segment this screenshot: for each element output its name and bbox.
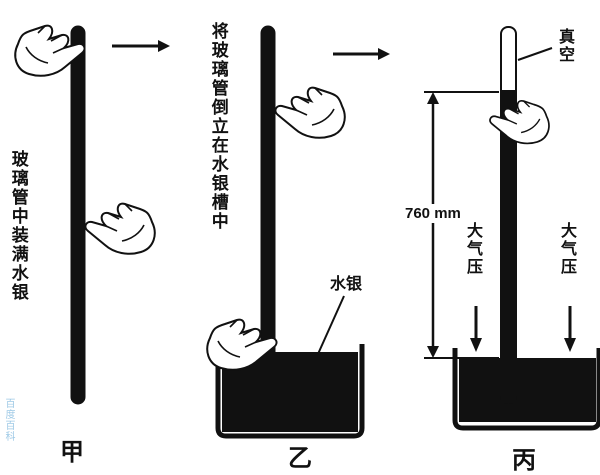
height-measurement <box>424 91 499 359</box>
pressure-arrow-right <box>564 306 576 352</box>
panel-jia-caption: 玻璃管中装满水银 <box>8 150 28 302</box>
mercury-column <box>501 90 516 403</box>
pressure-arrow-left <box>470 306 482 352</box>
vacuum-label: 真空 <box>556 28 573 64</box>
glass-tube-full-of-mercury <box>70 25 86 405</box>
watermark: 百度百科 <box>3 398 14 442</box>
panel-yi-caption: 将玻璃管倒立在水银槽中 <box>208 22 228 231</box>
panel-letter-bing: 丙 <box>512 447 536 474</box>
vacuum-label-leader-line <box>517 47 553 61</box>
mercury-label-leader-line <box>317 295 345 355</box>
mercury-label: 水银 <box>330 276 363 293</box>
mercury-trough-bing <box>452 348 600 431</box>
hand-holding-tube-top <box>14 24 86 77</box>
panel-yi-drawing <box>206 25 390 439</box>
panel-jia-drawing <box>14 24 170 405</box>
hand-steadying-tube <box>489 99 550 145</box>
step-arrow-1 <box>112 40 170 52</box>
panel-letter-yi: 乙 <box>288 445 312 472</box>
height-760mm-label: 760 mm <box>402 204 464 223</box>
mercury-trough-yi <box>215 344 365 439</box>
hand-inverting-tube <box>274 86 346 139</box>
panel-letter-jia: 甲 <box>60 439 84 466</box>
atmospheric-pressure-label-left: 大气压 <box>464 222 481 276</box>
atmospheric-pressure-label-right: 大气压 <box>558 222 575 276</box>
hand-holding-tube-in-trough <box>206 318 278 371</box>
panel-bing-drawing <box>424 26 600 431</box>
hand-holding-tube-middle <box>84 202 156 255</box>
step-arrow-2 <box>333 48 390 60</box>
